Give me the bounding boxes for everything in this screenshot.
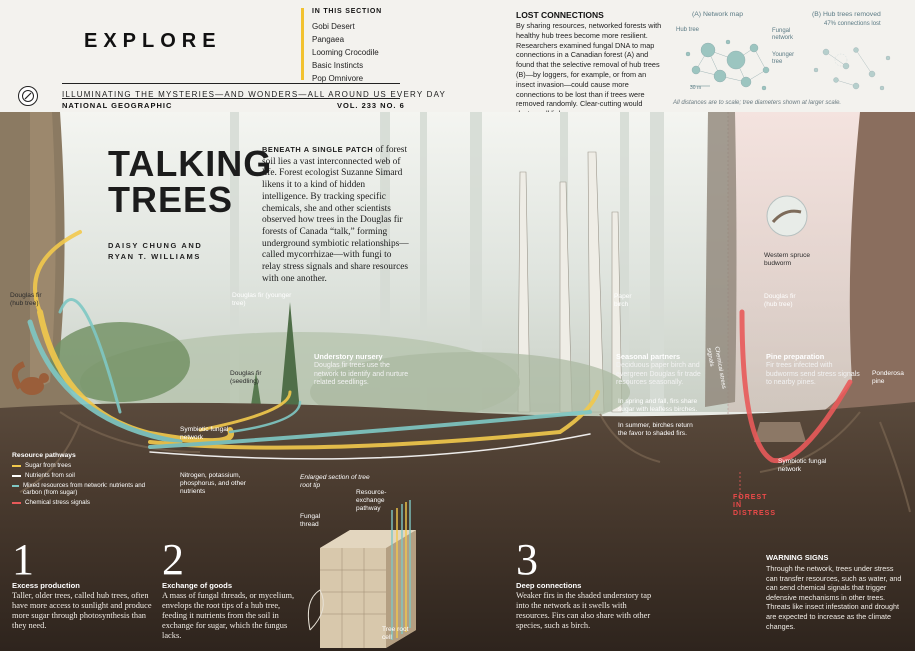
headline-line-1: TALKING <box>108 143 273 184</box>
page-header <box>0 0 915 112</box>
intro-paragraph: BENEATH A SINGLE PATCH of forest soil li… <box>262 144 412 285</box>
map-b-title: (B) Hub trees removed <box>812 11 881 18</box>
prep-title: Pine preparation <box>766 352 825 361</box>
section-label: EXPLORE <box>84 30 222 52</box>
warning-signs-body: Through the network, trees under stress … <box>766 564 902 631</box>
section-item[interactable]: Pop Omnivore <box>312 74 364 83</box>
nutrients-swatch <box>12 474 21 477</box>
legend-item-mixed: Mixed resources from network: nutrients … <box>12 482 162 496</box>
legend-label: Sugar from trees <box>25 462 72 469</box>
compass-icon <box>18 86 38 106</box>
legend-label: Mixed resources from network: nutrients … <box>23 482 146 496</box>
partners-body: Deciduous paper birch and evergreen Doug… <box>616 362 701 386</box>
sugar-swatch <box>12 464 21 467</box>
legend-item-sugar: Sugar from trees <box>12 462 71 469</box>
intro-text: of forest soil lies a vast interconnecte… <box>262 145 409 284</box>
label-douglas-hub: Douglas fir (hub tree) <box>10 292 42 307</box>
label-budworm: Western spruce budworm <box>764 252 811 267</box>
scale-label: 30 m <box>690 85 702 91</box>
step-2-body: A mass of fungal threads, or mycelium, e… <box>162 591 295 640</box>
legend-item-stress: Chemical stress signals <box>12 499 90 506</box>
step-3-body: Weaker firs in the shaded understory tap… <box>516 591 652 630</box>
warning-signs-title: WARNING SIGNS <box>766 553 829 562</box>
step-1-number: 1 <box>12 535 34 584</box>
map-scale-note: All distances are to scale; tree diamete… <box>673 100 842 106</box>
fungal-network-label: Fungal network <box>772 28 794 41</box>
label-ponderosa: Ponderosa pine <box>872 370 904 385</box>
nursery-body: Douglas fir trees use the network to ide… <box>314 362 409 386</box>
hub-tree-label: Hub tree <box>676 27 700 33</box>
byline: DAISY CHUNG AND RYAN T. WILLIAMS <box>108 240 202 262</box>
publication-name: NATIONAL GEOGRAPHIC <box>62 101 173 110</box>
label-spring-fall: In spring and fall, firs share sugar wit… <box>618 398 698 413</box>
label-summer: In summer, birches return the favor to s… <box>618 422 693 437</box>
nursery-title: Understory nursery <box>314 352 383 361</box>
lost-connections-body: By sharing resources, networked forests … <box>516 21 662 118</box>
section-item[interactable]: Basic Instincts <box>312 61 364 70</box>
legend-item-nutrients: Nutrients from soil <box>12 472 75 479</box>
stress-swatch <box>12 501 21 504</box>
byline-line-1: DAISY CHUNG AND <box>108 241 203 250</box>
header-rule-top <box>62 83 400 84</box>
mixed-swatch <box>12 485 20 487</box>
label-symbiotic-right: Symbiotic fungal network <box>778 458 827 473</box>
partners-title: Seasonal partners <box>616 352 681 361</box>
step-1-body: Taller, older trees, called hub trees, o… <box>12 591 152 630</box>
intro-lead: BENEATH A SINGLE PATCH <box>262 145 374 154</box>
label-douglas-hub-right: Douglas fir (hub tree) <box>764 293 796 308</box>
legend-title: Resource pathways <box>12 452 76 459</box>
headline: TALKING TREES <box>108 146 272 218</box>
headline-line-2: TREES <box>108 179 234 220</box>
section-item[interactable]: Looming Crocodile <box>312 48 379 57</box>
legend-label: Nutrients from soil <box>25 472 75 479</box>
forest-in-distress-label: FOREST IN DISTRESS <box>733 494 777 517</box>
label-enlarged-section: Enlarged section of tree root tip <box>300 474 370 489</box>
prep-body: Fir trees infected with budworms send st… <box>766 362 860 386</box>
label-root-cell: Tree root cell <box>382 626 409 641</box>
label-fungal-thread: Fungal thread <box>300 513 321 528</box>
in-this-section-title: IN THIS SECTION <box>312 8 382 15</box>
label-douglas-seedling: Douglas fir (seedling) <box>230 370 262 385</box>
section-item[interactable]: Gobi Desert <box>312 22 355 31</box>
step-2-title: Exchange of goods <box>162 581 233 590</box>
step-3-number: 3 <box>516 535 538 584</box>
label-exchange-pathway: Resource-exchange pathway <box>356 489 387 512</box>
label-paper-birch: Paper birch <box>614 293 632 308</box>
step-3-title: Deep connections <box>516 581 582 590</box>
header-rule-mid <box>62 98 400 99</box>
network-map-b <box>813 47 891 91</box>
legend-label: Chemical stress signals <box>25 499 90 506</box>
label-nutrients: Nitrogen, potassium, phosphorus, and oth… <box>180 472 246 495</box>
label-symbiotic-left: Symbiotic fungal network <box>180 426 229 441</box>
step-1-title: Excess production <box>12 581 80 590</box>
lost-connections-title: LOST CONNECTIONS <box>516 10 604 20</box>
network-map-a <box>685 39 770 91</box>
section-item[interactable]: Pangaea <box>312 35 345 44</box>
network-maps <box>685 39 891 91</box>
map-b-subtitle: 47% connections lost <box>824 21 881 27</box>
younger-tree-label: Younger tree <box>772 52 795 65</box>
step-2-number: 2 <box>162 535 184 584</box>
tagline: ILLUMINATING THE MYSTERIES—AND WONDERS—A… <box>62 90 447 99</box>
forest-illustration <box>0 112 915 651</box>
byline-line-2: RYAN T. WILLIAMS <box>108 252 201 261</box>
volume-number: VOL. 233 NO. 6 <box>337 101 405 110</box>
map-a-title: (A) Network map <box>692 11 743 18</box>
section-accent-bar <box>301 8 304 80</box>
label-douglas-younger: Douglas fir (younger tree) <box>232 292 292 307</box>
